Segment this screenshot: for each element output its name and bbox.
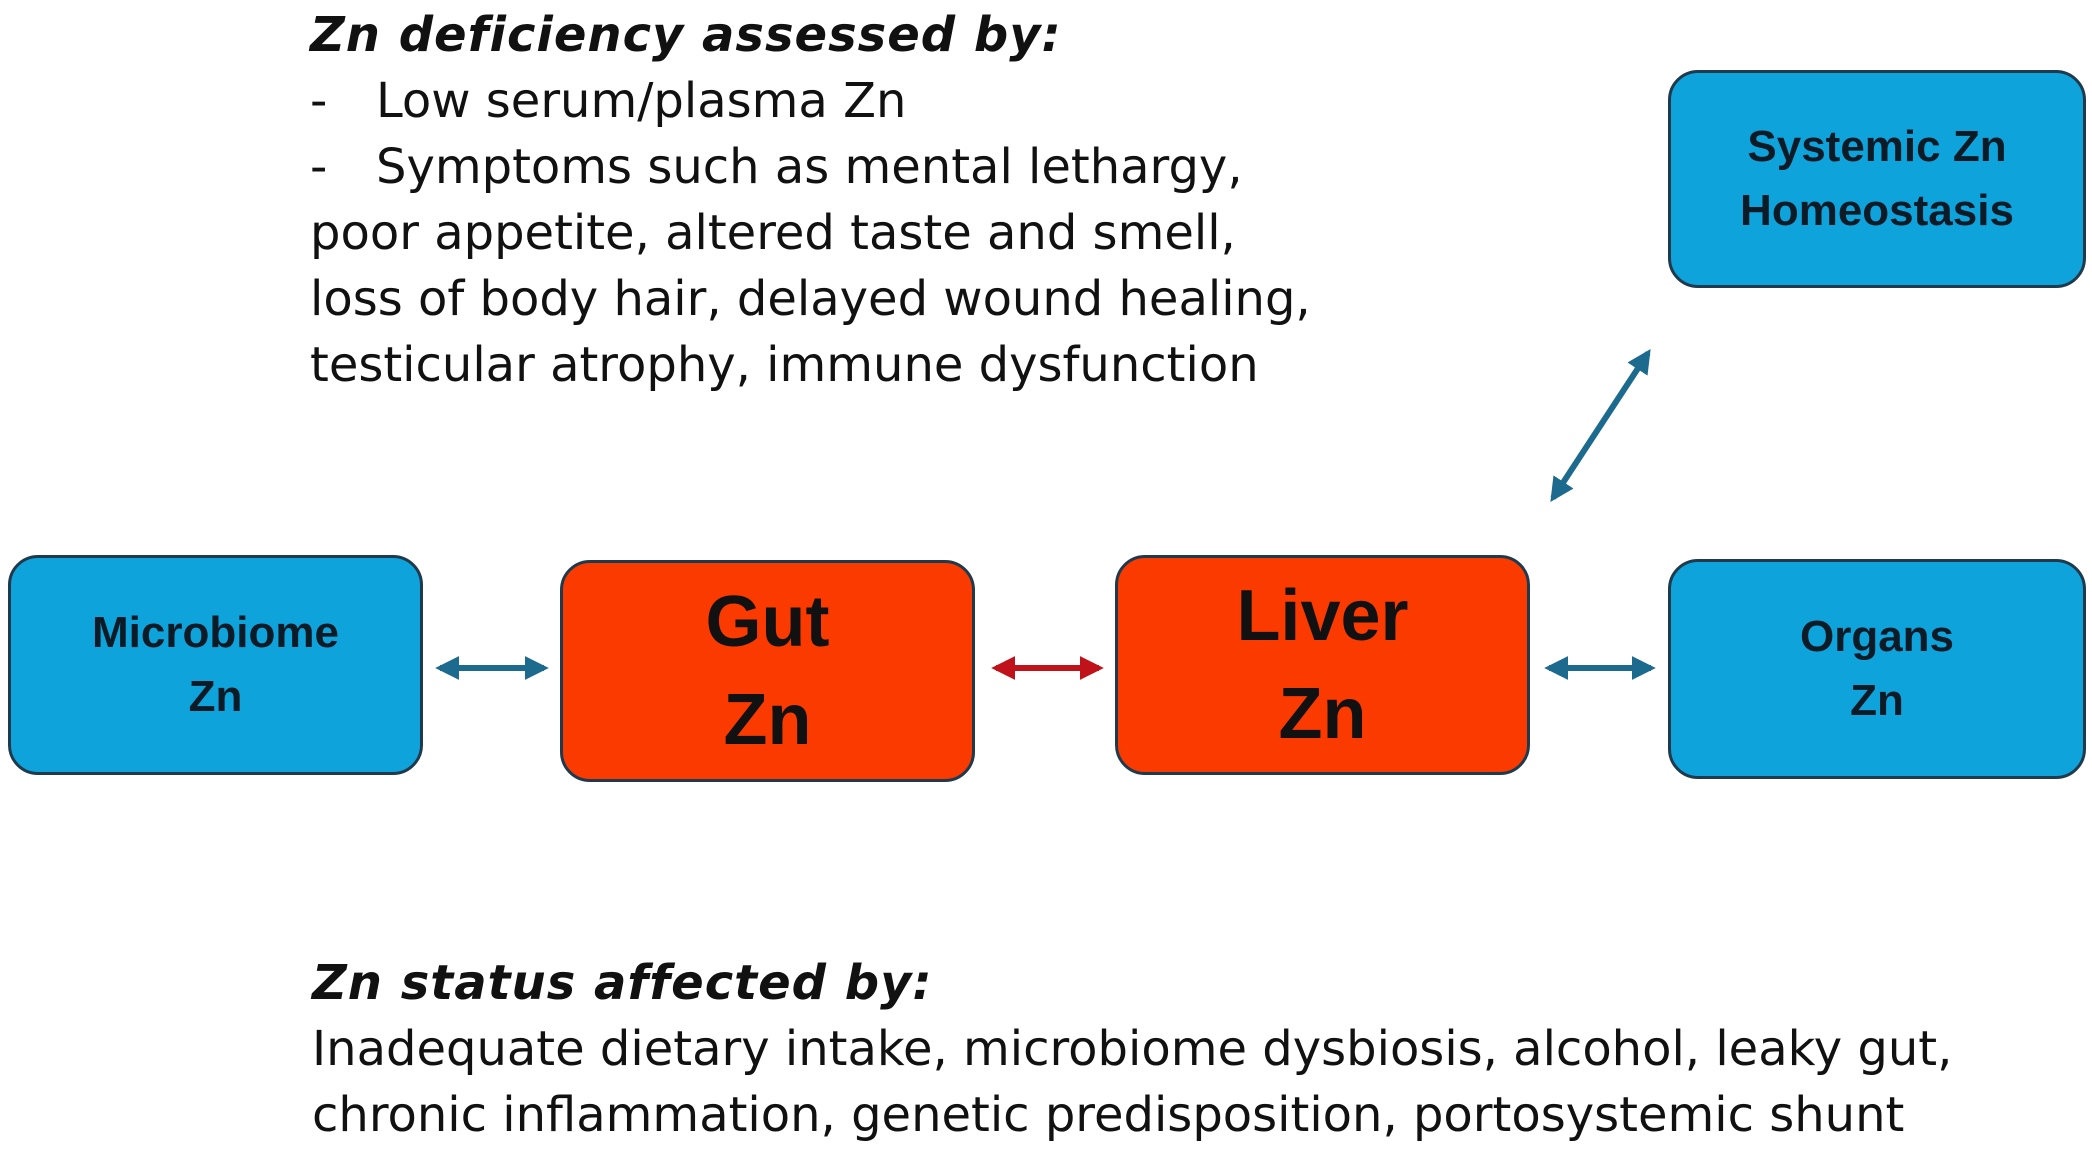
bullet-serum-zn: -Low serum/plasma Zn [310,68,1311,134]
status-heading: Zn status affected by: [312,955,933,1011]
systemic-box-label: Systemic Zn [1747,122,2007,171]
deficiency-assessment-text: Zn deficiency assessed by: -Low serum/pl… [310,2,1311,398]
bullet-symptoms-text: Symptoms such as mental lethargy, [376,139,1243,195]
microbiome-zn-box: Microbiome Zn [8,555,423,775]
systemic-box-sublabel: Homeostasis [1740,186,2014,235]
zn-status-factors-text: Zn status affected by: Inadequate dietar… [312,950,1952,1148]
liver-zn-box: Liver Zn [1115,555,1530,775]
gut-zn-box: Gut Zn [560,560,975,782]
gut-box-sublabel: Zn [723,680,812,760]
symptoms-line: loss of body hair, delayed wound healing… [310,271,1311,327]
microbiome-box-label: Microbiome [92,608,339,657]
liver-box-sublabel: Zn [1278,674,1367,754]
microbiome-box-sublabel: Zn [188,672,243,721]
liver-box-label: Liver [1236,576,1409,656]
status-factors-line: Inadequate dietary intake, microbiome dy… [312,1021,1953,1077]
deficiency-heading: Zn deficiency assessed by: [310,7,1062,63]
organs-box-sublabel: Zn [1850,676,1904,725]
liver-systemic-arrow [1550,348,1651,503]
symptoms-line: testicular atrophy, immune dysfunction [310,337,1259,393]
organs-box-label: Organs [1799,612,1955,661]
gut-box-label: Gut [705,582,830,662]
bullet-dash: - [310,139,328,195]
organs-zn-box: Organs Zn [1668,559,2086,779]
systemic-zn-homeostasis-box: Systemic Zn Homeostasis [1668,70,2086,288]
bullet-serum-zn-text: Low serum/plasma Zn [376,73,907,129]
bullet-symptoms: -Symptoms such as mental lethargy, [310,134,1311,200]
bullet-dash: - [310,73,328,129]
symptoms-line: poor appetite, altered taste and smell, [310,205,1236,261]
status-factors-line: chronic inflammation, genetic predisposi… [312,1087,1905,1143]
